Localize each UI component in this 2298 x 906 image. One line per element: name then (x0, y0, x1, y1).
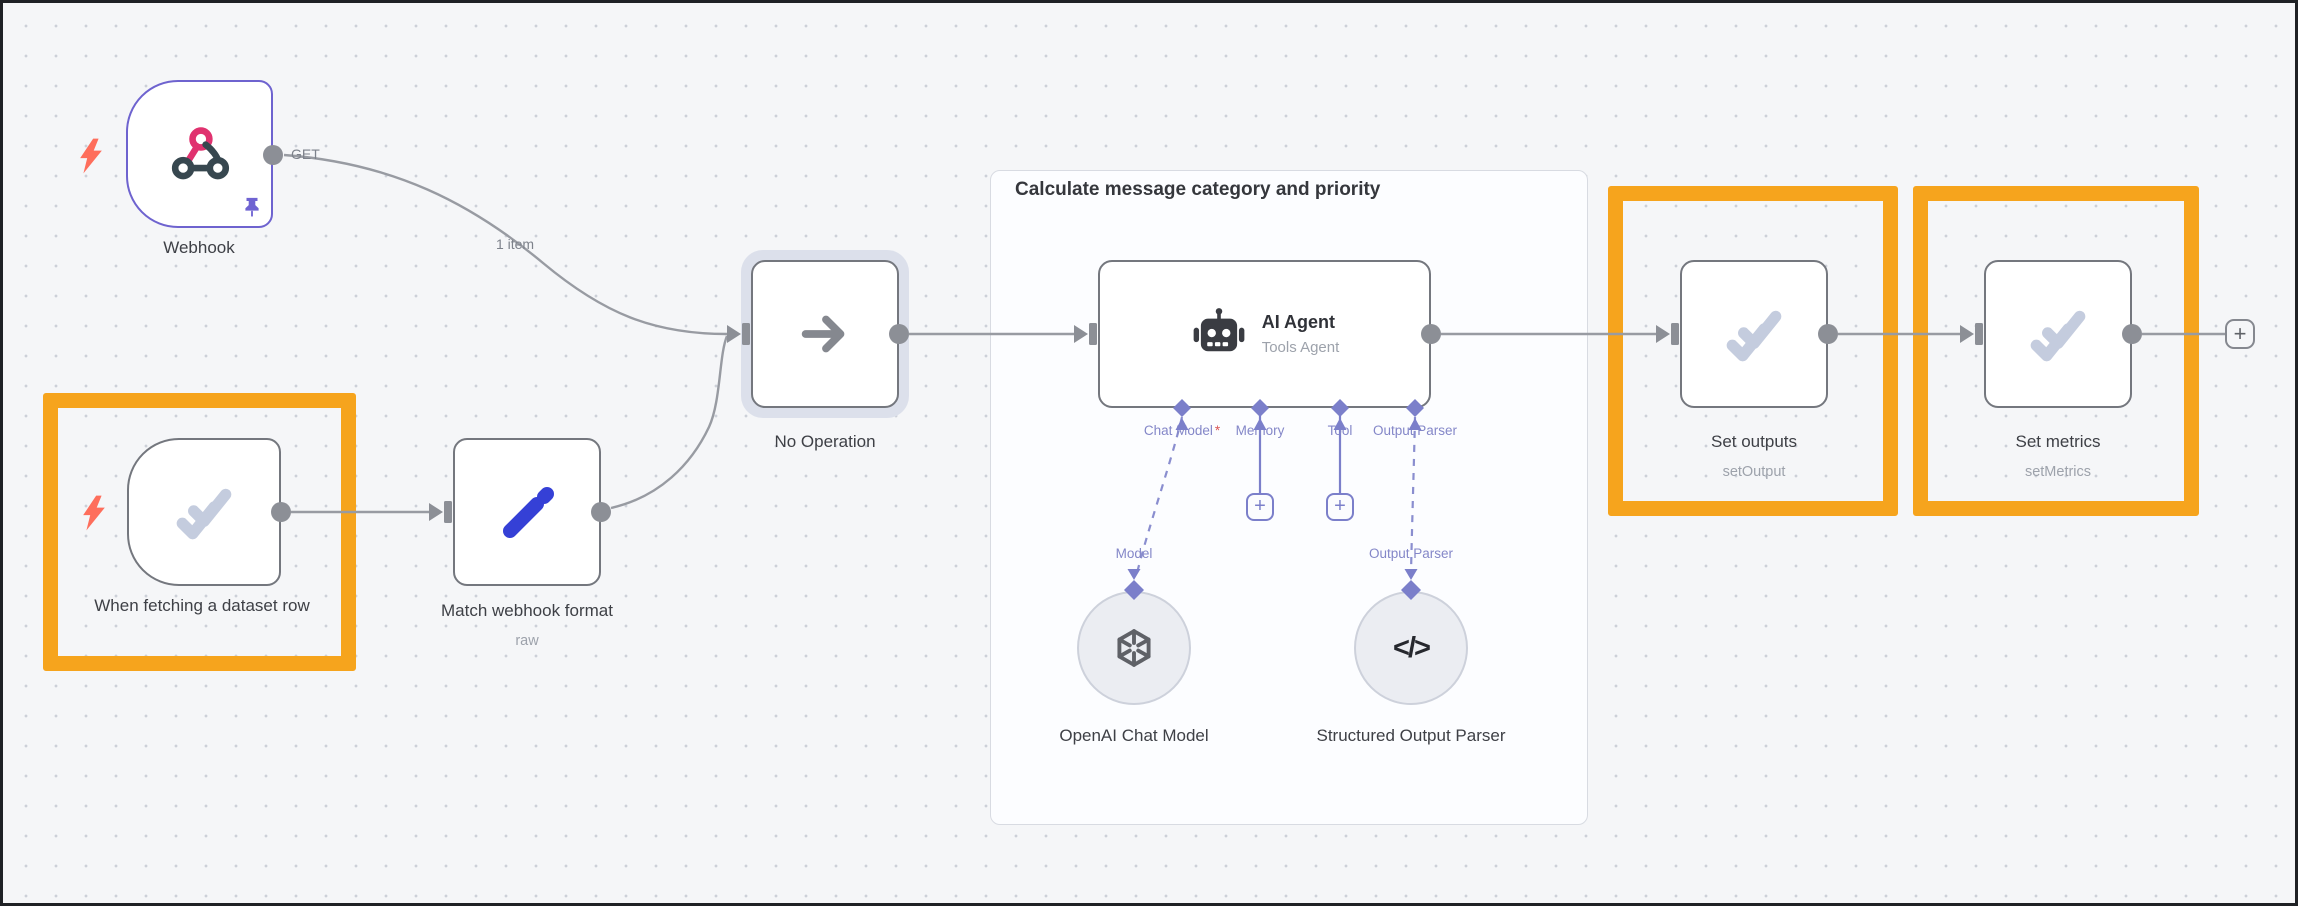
sub-label-model: Model (1115, 546, 1153, 561)
node-label-webhook: Webhook (163, 238, 235, 257)
port-label-output-parser: Output Parser (1372, 423, 1458, 438)
node-subtitle-set-outputs: setOutput (1722, 464, 1786, 480)
node-label-set-outputs: Set outputs (1710, 432, 1798, 451)
ai-agent-title: AI Agent (1261, 312, 1336, 332)
trigger-bolt-icon (80, 138, 102, 174)
ai-agent-subtitle: Tools Agent (1261, 339, 1340, 356)
add-tool-button[interactable]: + (1326, 493, 1354, 521)
port-label-chat-model: Chat Model* (1143, 423, 1221, 438)
node-set-outputs[interactable] (1680, 260, 1828, 408)
add-memory-button[interactable]: + (1246, 493, 1274, 521)
double-check-icon (176, 488, 232, 540)
node-label-openai: OpenAI Chat Model (1059, 726, 1209, 745)
double-check-icon (2030, 310, 2086, 362)
required-marker: * (1214, 423, 1221, 438)
webhook-icon (171, 127, 229, 180)
node-match-webhook-format[interactable] (453, 438, 601, 586)
add-node-button[interactable]: + (2225, 319, 2255, 349)
robot-icon (1193, 308, 1245, 352)
openai-logo-icon (1117, 629, 1151, 667)
port-label-tool: Tool (1327, 423, 1353, 438)
edge-match-to-noop (610, 335, 729, 510)
group-title: Calculate message category and priority (1015, 179, 1381, 200)
node-subtitle-match-format: raw (515, 633, 539, 649)
node-subtitle-set-metrics: setMetrics (2024, 464, 2092, 480)
code-icon: </> (1393, 631, 1431, 664)
node-webhook[interactable] (126, 80, 273, 228)
trigger-bolt-icon (83, 495, 105, 531)
pencil-icon (503, 487, 554, 538)
node-structured-output-parser[interactable]: </> (1354, 591, 1468, 705)
node-label-set-metrics: Set metrics (2015, 432, 2101, 451)
node-label-match-format: Match webhook format (441, 601, 613, 620)
node-openai-chat-model[interactable] (1077, 591, 1191, 705)
pin-icon (245, 197, 259, 217)
node-dataset-trigger[interactable] (127, 438, 281, 586)
highlight-box-set-metrics (1913, 186, 2199, 516)
node-label-structured-parser: Structured Output Parser (1316, 726, 1506, 745)
highlight-box-set-outputs (1608, 186, 1898, 516)
arrow-right-icon (801, 315, 845, 353)
edge-items-label: 1 item (495, 236, 535, 252)
node-ai-agent[interactable]: AI Agent Tools Agent (1098, 260, 1431, 408)
node-no-operation[interactable] (751, 260, 899, 408)
sub-label-output-parser: Output Parser (1368, 546, 1454, 561)
webhook-output-port-label: GET (291, 146, 320, 162)
node-label-noop: No Operation (774, 432, 876, 451)
port-label-memory: Memory (1235, 423, 1285, 438)
double-check-icon (1726, 310, 1782, 362)
node-label-dataset-trigger: When fetching a dataset row (94, 596, 310, 615)
node-set-metrics[interactable] (1984, 260, 2132, 408)
highlight-box-dataset-trigger (43, 393, 356, 671)
